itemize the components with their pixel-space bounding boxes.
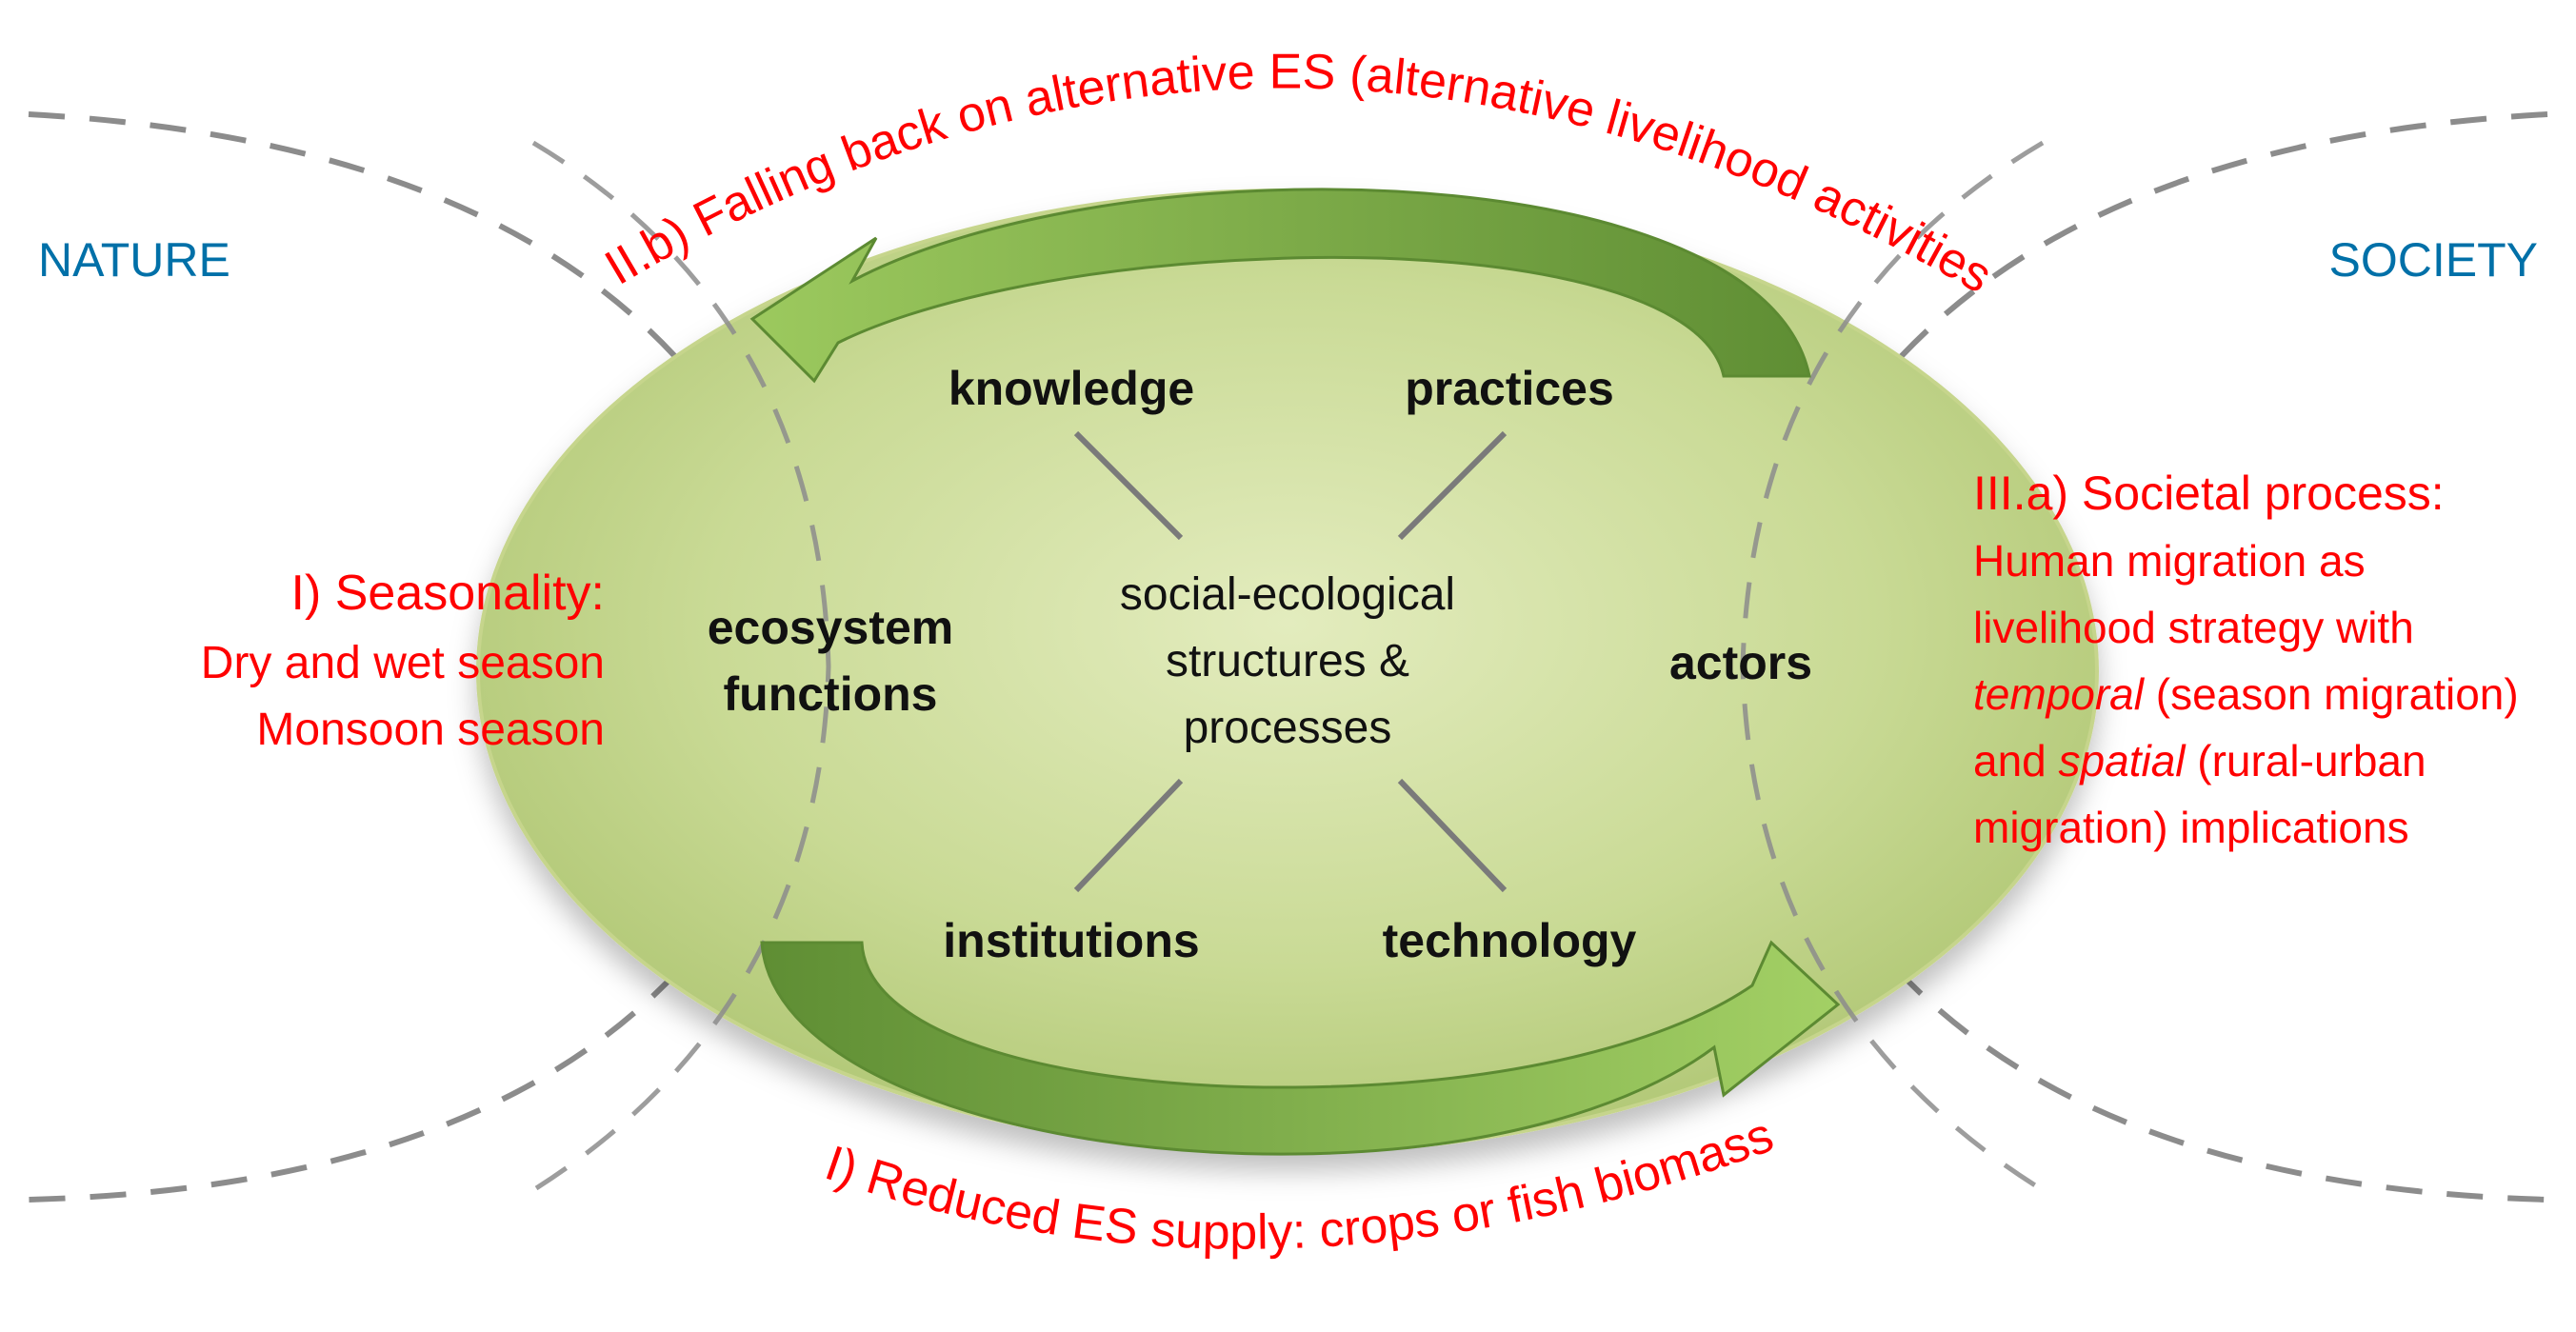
societal-line4: and spatial (rural-urban — [1973, 736, 2426, 785]
societal-spatial-prefix: and — [1973, 736, 2059, 785]
spoke-institutions — [1073, 778, 1184, 893]
societal-process-title: III.a) Societal process: — [1973, 467, 2445, 520]
knowledge-label: knowledge — [949, 362, 1194, 415]
society-label: SOCIETY — [2329, 233, 2538, 287]
societal-line3: temporal (season migration) — [1973, 669, 2519, 719]
spoke-knowledge — [1073, 430, 1184, 541]
societal-line2: livelihood strategy with — [1973, 603, 2414, 652]
seasonality-line2: Monsoon season — [256, 705, 605, 755]
technology-label: technology — [1383, 914, 1637, 967]
ecosystem-functions-label-line2: functions — [724, 667, 938, 721]
top-curved-arrow-icon — [749, 188, 1811, 384]
institutions-label: institutions — [943, 914, 1199, 967]
ecosystem-functions-label-line1: ecosystem — [708, 601, 954, 654]
societal-spatial-italic: spatial — [2059, 736, 2187, 785]
society-boundary-inner — [1740, 140, 2045, 1193]
societal-line1: Human migration as — [1973, 536, 2366, 586]
practices-label: practices — [1405, 362, 1614, 415]
seasonality-line1: Dry and wet season — [201, 638, 605, 688]
societal-line5: migration) implications — [1973, 803, 2409, 852]
nature-label: NATURE — [38, 233, 230, 287]
center-label-line3: processes — [1184, 703, 1392, 753]
societal-spatial-rest: (rural-urban — [2186, 736, 2426, 785]
center-label-line2: structures & — [1166, 636, 1409, 686]
nature-boundary-inner — [531, 140, 831, 1193]
bottom-curved-arrow-icon — [760, 940, 1841, 1156]
spoke-practices — [1397, 430, 1508, 541]
seasonality-title: I) Seasonality: — [291, 566, 606, 621]
center-label-line1: social-ecological — [1120, 569, 1455, 620]
actors-label: actors — [1669, 636, 1812, 689]
societal-temporal-italic: temporal — [1973, 669, 2146, 719]
spoke-technology — [1397, 778, 1508, 893]
societal-temporal-rest: (season migration) — [2144, 669, 2519, 719]
